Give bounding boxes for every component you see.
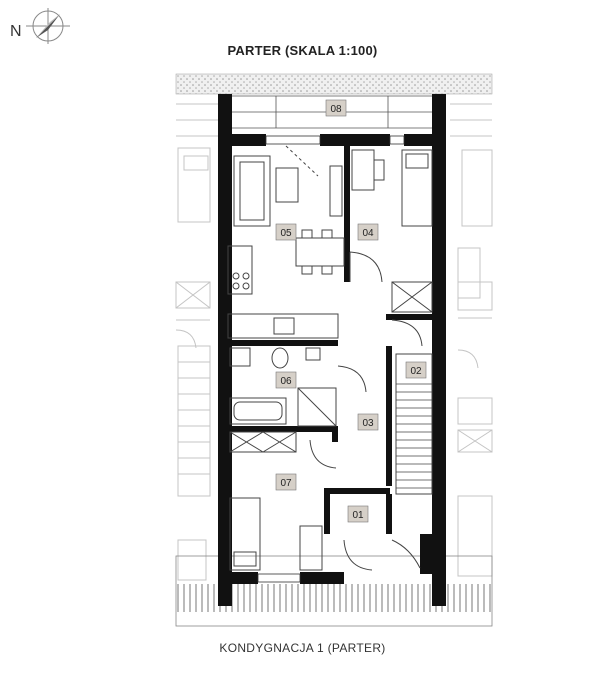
terrace-slats [175,555,493,627]
room-label: 06 [280,376,292,387]
north-arrow-icon: N [4,6,70,46]
room-tag-07: 07 [275,473,297,491]
room-tag-04: 04 [357,223,379,241]
room-tag-05: 05 [275,223,297,241]
room-tag-02: 02 [405,361,427,379]
room-label: 07 [280,478,292,489]
room-label: 05 [280,228,292,239]
compass-icon [26,8,70,44]
room-tag-01: 01 [347,505,369,523]
room-label: 03 [362,418,374,429]
windows [257,135,405,583]
room-tag-03: 03 [357,413,379,431]
room-label: 04 [362,228,374,239]
gravel-strip [175,73,493,95]
walls [218,94,446,606]
room-label: 02 [410,366,422,377]
plan-title: PARTER (SKALA 1:100) [227,43,378,58]
room-label: 08 [330,104,342,115]
room-tag-06: 06 [275,371,297,389]
room-tag-08: 08 [325,99,347,117]
north-label: N [10,23,22,40]
neighbour-right [450,103,493,577]
neighbour-left [175,103,218,581]
room-label: 01 [352,510,364,521]
floor-caption: KONDYGNACJA 1 (PARTER) [219,641,386,655]
